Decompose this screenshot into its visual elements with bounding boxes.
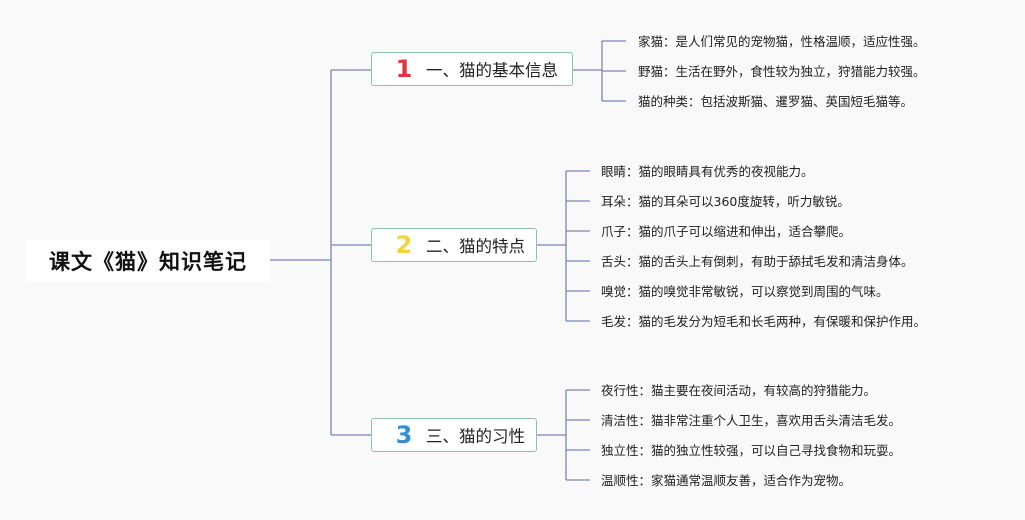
leaf-smell[interactable]: 嗅觉：猫的嗅觉非常敏锐，可以察觉到周围的气味。 (601, 284, 889, 299)
leaf-tongue[interactable]: 舌头：猫的舌头上有倒刺，有助于舔拭毛发和清洁身体。 (601, 254, 914, 269)
leaf-cleanliness[interactable]: 清洁性：猫非常注重个人卫生，喜欢用舌头清洁毛发。 (601, 413, 902, 428)
branch-number-1: 1 (395, 55, 413, 83)
branch-label: 一、猫的基本信息 (426, 61, 558, 80)
leaf-ears[interactable]: 耳朵：猫的耳朵可以360度旋转，听力敏锐。 (601, 194, 850, 209)
branch-label: 三、猫的习性 (426, 427, 525, 446)
leaf-eyes[interactable]: 眼睛：猫的眼睛具有优秀的夜视能力。 (601, 164, 814, 179)
branch-node-features[interactable]: 2 二、猫的特点 (371, 228, 537, 262)
leaf-wild-cat[interactable]: 野猫：生活在野外，食性较为独立，狩猎能力较强。 (638, 64, 926, 79)
branch-node-habits[interactable]: 3 三、猫的习性 (371, 418, 537, 452)
branch-number-3: 3 (395, 421, 413, 449)
leaf-independence[interactable]: 独立性：猫的独立性较强，可以自己寻找食物和玩耍。 (601, 443, 902, 458)
leaf-house-cat[interactable]: 家猫：是人们常见的宠物猫，性格温顺，适应性强。 (638, 34, 926, 49)
leaf-fur[interactable]: 毛发：猫的毛发分为短毛和长毛两种，有保暖和保护作用。 (601, 314, 927, 329)
leaf-docility[interactable]: 温顺性：家猫通常温顺友善，适合作为宠物。 (601, 473, 852, 488)
branch-node-basic-info[interactable]: 1 一、猫的基本信息 (371, 52, 573, 86)
leaf-nocturnal[interactable]: 夜行性：猫主要在夜间活动，有较高的狩猎能力。 (601, 383, 877, 398)
leaf-claws[interactable]: 爪子：猫的爪子可以缩进和伸出，适合攀爬。 (601, 224, 852, 239)
leaf-cat-breeds[interactable]: 猫的种类：包括波斯猫、暹罗猫、英国短毛猫等。 (638, 94, 914, 109)
root-node[interactable]: 课文《猫》知识笔记 (26, 240, 270, 282)
branch-number-2: 2 (395, 231, 413, 259)
root-title: 课文《猫》知识笔记 (49, 250, 247, 274)
branch-label: 二、猫的特点 (426, 237, 525, 256)
